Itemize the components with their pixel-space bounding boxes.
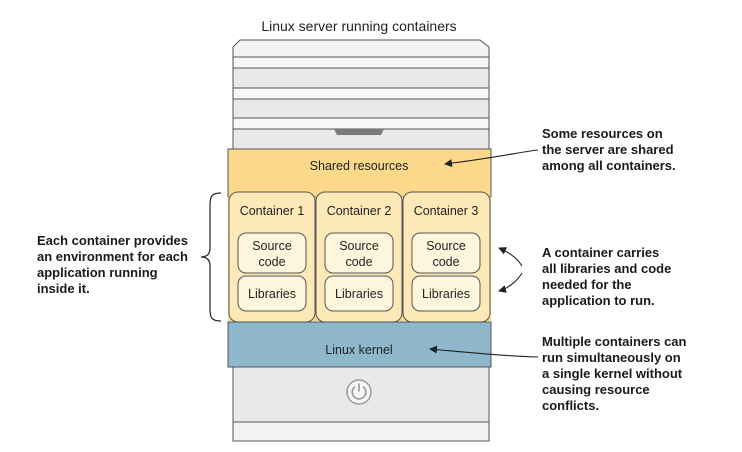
arrow-kernel xyxy=(429,345,539,358)
container-2-code-label: code xyxy=(345,255,372,269)
container-3-source-code xyxy=(411,232,481,274)
container-brace xyxy=(200,192,222,322)
arrow-carries-upper xyxy=(498,247,523,267)
container-3-libraries xyxy=(411,275,481,312)
container-2-source-code xyxy=(324,232,394,274)
container-2-libraries xyxy=(324,275,394,312)
server-top-cap xyxy=(232,39,490,58)
linux-kernel-label: Linux kernel xyxy=(325,343,392,357)
container-3-code-label: code xyxy=(432,255,459,269)
annotation-shared-resources: Some resources on the server are shared … xyxy=(542,126,676,173)
container-1: Container 1 Source code Libraries xyxy=(228,191,316,323)
container-1-libraries-label: Libraries xyxy=(248,287,296,301)
container-1-code-label: code xyxy=(258,255,285,269)
arrow-shared xyxy=(444,149,539,168)
container-3: Container 3 Source code Libraries xyxy=(402,191,491,323)
container-3-title: Container 3 xyxy=(414,204,479,218)
linux-kernel-block xyxy=(227,321,492,368)
container-2-title: Container 2 xyxy=(327,204,392,218)
annotation-single-kernel: Multiple containers can run simultaneous… xyxy=(542,334,687,413)
container-2: Container 2 Source code Libraries xyxy=(315,191,403,323)
drive-slot xyxy=(334,129,384,135)
diagram-title: Linux server running containers xyxy=(261,18,456,34)
arrow-carries-lower xyxy=(498,272,523,293)
container-1-source-code xyxy=(237,232,307,274)
server-lower-chassis xyxy=(232,366,490,442)
annotation-container-carries: A container carries all libraries and co… xyxy=(542,245,672,308)
annotation-containers-environment: Each container provides an environment f… xyxy=(37,233,188,296)
container-1-source-label: Source xyxy=(252,239,292,253)
container-2-source-label: Source xyxy=(339,239,379,253)
shared-resources-block xyxy=(227,148,492,198)
container-1-title: Container 1 xyxy=(240,204,305,218)
container-3-source-label: Source xyxy=(426,239,466,253)
container-1-libraries xyxy=(237,275,307,312)
container-2-libraries-label: Libraries xyxy=(335,287,383,301)
shared-resources-label: Shared resources xyxy=(310,159,409,173)
server-upper-chassis xyxy=(232,56,490,150)
power-icon xyxy=(346,379,372,405)
container-3-libraries-label: Libraries xyxy=(422,287,470,301)
